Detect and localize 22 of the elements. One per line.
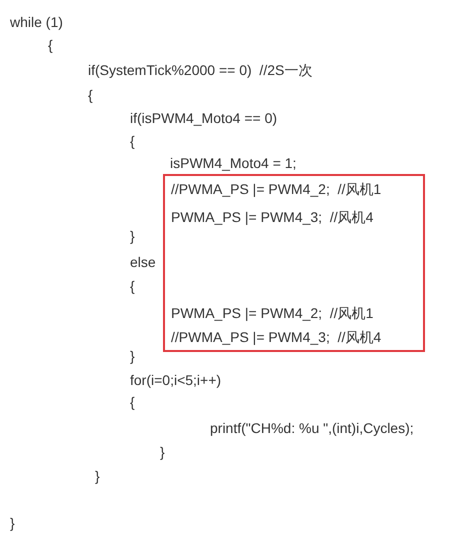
code-line: //PWMA_PS |= PWM4_2; //风机1: [171, 180, 382, 198]
code-line: if(isPWM4_Moto4 == 0): [130, 109, 278, 127]
code-line: {: [130, 393, 135, 411]
code-line: {: [130, 132, 135, 150]
code-line: PWMA_PS |= PWM4_2; //风机1: [171, 304, 374, 322]
code-line: }: [10, 514, 15, 532]
code-line: }: [160, 443, 165, 461]
code-line: if(SystemTick%2000 == 0) //2S一次: [88, 61, 312, 79]
code-line: {: [88, 86, 93, 104]
highlight-box: [163, 174, 425, 352]
code-line: PWMA_PS |= PWM4_3; //风机4: [171, 208, 374, 226]
code-line: {: [48, 36, 53, 54]
code-line: //PWMA_PS |= PWM4_3; //风机4: [171, 328, 382, 346]
code-line: isPWM4_Moto4 = 1;: [170, 154, 296, 172]
code-line: {: [130, 277, 135, 295]
code-line: }: [95, 467, 100, 485]
code-line: else: [130, 253, 156, 271]
code-line: for(i=0;i<5;i++): [130, 371, 222, 389]
code-line: }: [130, 227, 135, 245]
code-line: printf("CH%d: %u ",(int)i,Cycles);: [210, 419, 414, 437]
code-line: while (1): [10, 13, 63, 31]
code-line: }: [130, 347, 135, 365]
